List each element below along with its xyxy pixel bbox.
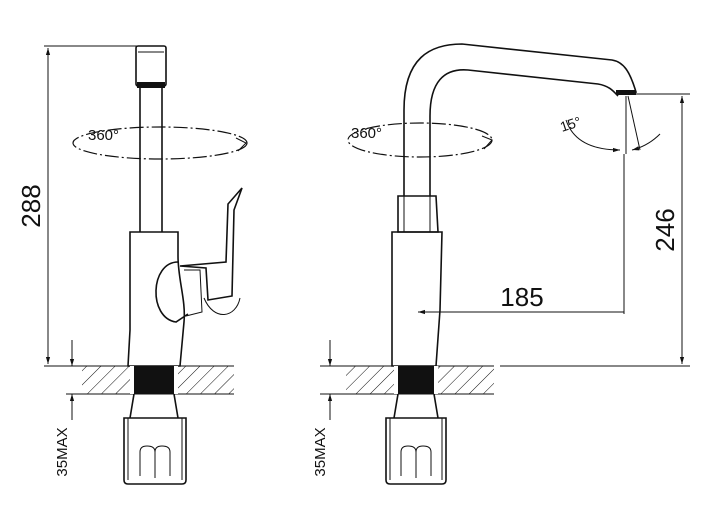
- rotation-indicator-right: 360°: [347, 122, 493, 158]
- spout-angle-indicator: 15°: [558, 95, 661, 154]
- mounting-nut-left: [123, 393, 187, 485]
- spout-angle-label: 15°: [558, 113, 583, 135]
- counter-section-right: [346, 365, 494, 395]
- spout-height-label: 246: [650, 208, 680, 251]
- spout-reach-dimension: 185: [418, 154, 625, 315]
- counter-thickness-label-left: 35MAX: [54, 427, 71, 476]
- counter-thickness-dimension-left: 35MAX: [54, 340, 82, 477]
- spout-tube-left: [139, 88, 163, 232]
- right-side-view: 15° 360° 185 246: [312, 43, 690, 485]
- counter-thickness-dimension-right: 35MAX: [312, 340, 346, 477]
- left-front-view: 288 360°: [16, 45, 248, 485]
- faucet-body-left: [127, 187, 243, 367]
- aerator-left: [135, 45, 167, 88]
- spout-curve-right: [403, 43, 638, 196]
- faucet-body-right: [391, 195, 443, 367]
- spout-height-dimension: 246: [500, 93, 690, 367]
- counter-section-left: [82, 365, 234, 395]
- rotation-label-left: 360°: [88, 127, 119, 144]
- total-height-label: 288: [16, 184, 46, 227]
- spout-reach-label: 185: [500, 282, 543, 312]
- counter-thickness-label-right: 35MAX: [312, 427, 329, 476]
- total-height-dimension: 288: [16, 45, 165, 367]
- mounting-nut-right: [385, 393, 447, 485]
- rotation-label-right: 360°: [351, 125, 382, 142]
- rotation-indicator-left: 360°: [72, 126, 248, 160]
